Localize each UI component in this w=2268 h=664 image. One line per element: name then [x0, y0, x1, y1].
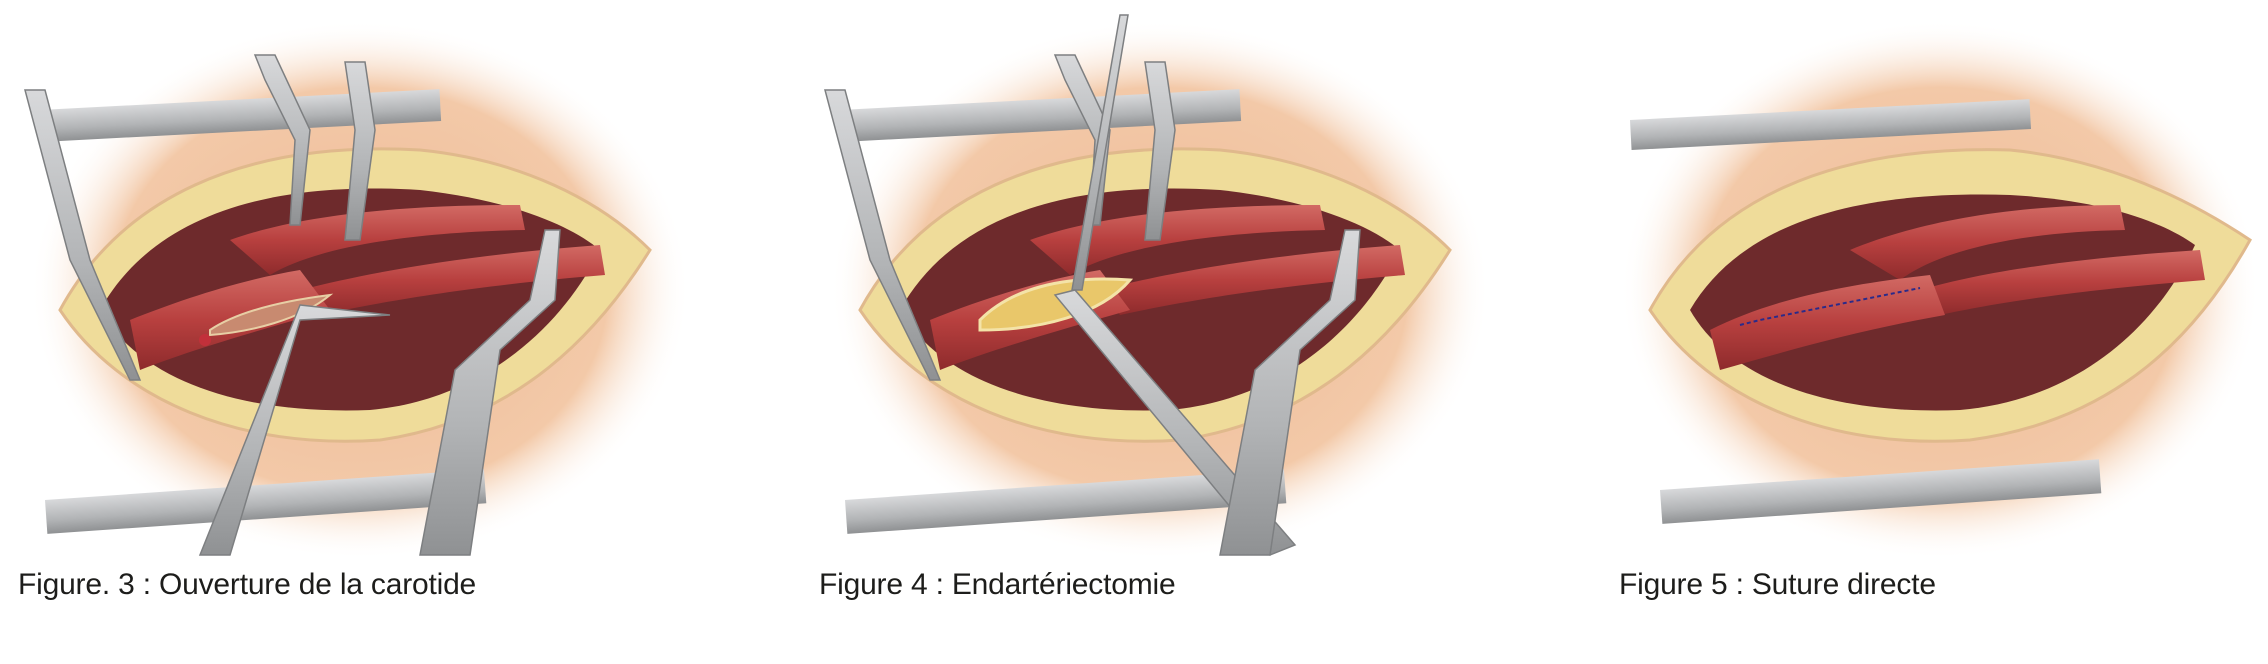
dissector	[1071, 14, 1129, 291]
vascular-clamp	[24, 89, 142, 381]
bulldog-clamp-2	[344, 61, 376, 241]
vascular-clamp	[824, 89, 942, 381]
carotid-opening-illustration	[24, 20, 690, 560]
figure-caption: Figure 4 : Endartériectomie	[819, 568, 1176, 601]
endarterectomy-illustration	[824, 14, 1490, 560]
atheroma-plaque	[978, 277, 1134, 332]
common-carotid	[1710, 275, 1945, 370]
retractor-top	[1630, 99, 2032, 150]
external-carotid	[1100, 245, 1405, 315]
figure-caption: Figure. 3 : Ouverture de la carotide	[18, 568, 477, 601]
suture-line	[1739, 287, 1921, 326]
external-carotid	[300, 245, 605, 315]
external-carotid	[1920, 250, 2205, 315]
scissors	[198, 304, 391, 556]
internal-carotid	[1030, 205, 1325, 275]
retractor-bottom	[844, 469, 1287, 534]
internal-carotid	[1850, 205, 2125, 280]
figure-caption: Figure 5 : Suture directe	[1619, 568, 1936, 601]
internal-carotid	[230, 205, 525, 275]
retractor-top	[39, 89, 442, 142]
bulldog-clamp-1	[253, 54, 311, 226]
figure-5: Figure 5 : Suture directe	[1600, 0, 2268, 664]
forceps	[419, 229, 561, 556]
retractor-bottom	[45, 469, 487, 534]
retractor-top	[840, 89, 1242, 142]
figure-4: Figure 4 : Endartériectomie	[800, 0, 1540, 664]
forceps	[1219, 229, 1361, 556]
blood-drop	[199, 334, 211, 346]
direct-suture-illustration	[1620, 20, 2260, 560]
bulldog-clamp-2	[1144, 61, 1176, 241]
retractor-bottom	[1660, 459, 2102, 524]
figure-3: Figure. 3 : Ouverture de la carotide	[0, 0, 740, 664]
